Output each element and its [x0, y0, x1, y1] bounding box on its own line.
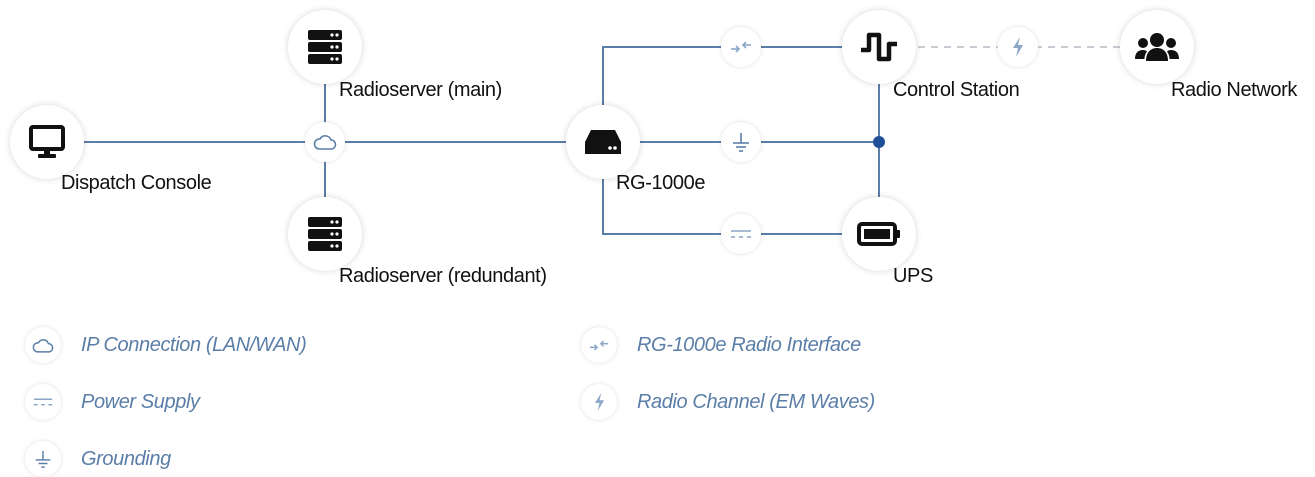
ground-icon [733, 133, 749, 152]
lightning-bolt-icon [594, 393, 604, 411]
dc-power-icon [731, 230, 751, 238]
ups-label: UPS [893, 265, 933, 287]
legend-power-badge [25, 384, 61, 420]
cloud-icon [32, 338, 54, 353]
radioserver-main-label: Radioserver (main) [339, 79, 502, 101]
legend-cloud-badge [25, 327, 61, 363]
legend-interface-badge [581, 327, 617, 363]
dispatch-console-node[interactable] [10, 105, 84, 179]
control-station-label: Control Station [893, 79, 1020, 101]
users-group-icon [1135, 33, 1179, 61]
ups-node[interactable] [842, 197, 916, 271]
radio-channel-link-icon [998, 27, 1038, 67]
server-icon [308, 217, 342, 251]
legend-grounding: Grounding [25, 441, 171, 477]
dc-power-icon [33, 398, 53, 406]
radioserver-redundant-label: Radioserver (redundant) [339, 265, 547, 287]
power-supply-link-icon [721, 214, 761, 254]
radio-interface-link-icon [721, 27, 761, 67]
radio-network-label: Radio Network [1171, 79, 1297, 101]
grounding-link-icon [721, 122, 761, 162]
rg1000e-node[interactable] [566, 105, 640, 179]
legend-channel-badge [581, 384, 617, 420]
legend-ip-connection-text: IP Connection (LAN/WAN) [81, 333, 307, 356]
bidirectional-arrows-icon [731, 41, 751, 53]
monitor-icon [29, 125, 65, 158]
radioserver-main-node[interactable] [288, 10, 362, 84]
junction-dot [873, 136, 885, 148]
lightning-bolt-icon [1013, 37, 1023, 57]
bidirectional-arrows-icon [589, 339, 609, 351]
square-wave-icon [861, 32, 897, 62]
control-station-node[interactable] [842, 10, 916, 84]
legend-radio-channel: Radio Channel (EM Waves) [581, 384, 875, 420]
radio-network-node[interactable] [1120, 10, 1194, 84]
cloud-icon [313, 135, 337, 150]
legend-radio-channel-text: Radio Channel (EM Waves) [637, 390, 875, 413]
server-icon [308, 30, 342, 64]
rg1000e-label: RG-1000e [616, 172, 706, 194]
legend-grounding-text: Grounding [81, 447, 171, 470]
radioserver-redundant-node[interactable] [288, 197, 362, 271]
legend-ip-connection: IP Connection (LAN/WAN) [25, 327, 307, 363]
legend-radio-interface-text: RG-1000e Radio Interface [637, 333, 861, 356]
dispatch-console-label: Dispatch Console [61, 172, 212, 194]
battery-icon [857, 222, 900, 246]
legend-power-supply: Power Supply [25, 384, 200, 420]
router-device-icon [585, 130, 621, 154]
legend-ground-badge [25, 441, 61, 477]
ground-icon [35, 450, 51, 468]
legend-power-supply-text: Power Supply [81, 390, 200, 413]
ip-connection-link-icon [305, 122, 345, 162]
legend-radio-interface: RG-1000e Radio Interface [581, 327, 861, 363]
